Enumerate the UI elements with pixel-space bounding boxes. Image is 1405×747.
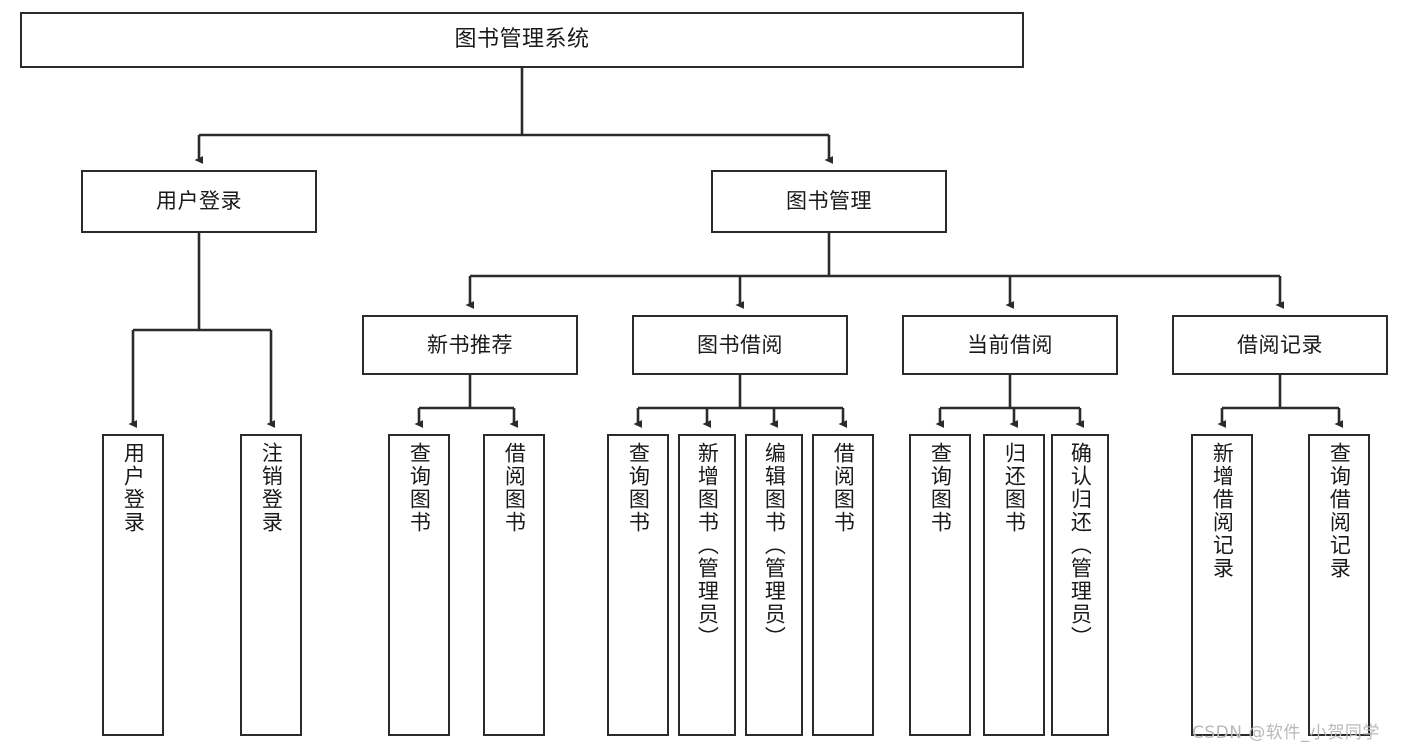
csdn-watermark: CSDN @软件_小贺同学 — [1192, 723, 1380, 743]
node-leaf-user-logout-label: 注销登录 — [259, 442, 284, 534]
node-leaf-user-login-label: 用户登录 — [121, 442, 146, 534]
node-leaf-user-login[interactable]: 用户登录 — [102, 434, 164, 736]
node-leaf-add-record-label: 新增借阅记录 — [1210, 442, 1235, 580]
node-root-label: 图书管理系统 — [454, 27, 590, 53]
node-leaf-query-book-3-label: 查询图书 — [928, 442, 953, 534]
node-root[interactable]: 图书管理系统 — [20, 12, 1024, 68]
node-leaf-borrow-book-1[interactable]: 借阅图书 — [483, 434, 545, 736]
node-user-login-label: 用户登录 — [156, 189, 242, 214]
node-leaf-return-book-label: 归还图书 — [1002, 442, 1027, 534]
node-leaf-borrow-book-1-label: 借阅图书 — [502, 442, 527, 534]
node-user-login[interactable]: 用户登录 — [81, 170, 317, 233]
node-new-book-rec[interactable]: 新书推荐 — [362, 315, 578, 375]
node-new-book-rec-label: 新书推荐 — [427, 332, 513, 357]
node-leaf-confirm-return-label: 确认归还（管理员） — [1068, 442, 1093, 649]
node-leaf-query-book-2-label: 查询图书 — [626, 442, 651, 534]
node-leaf-add-book-label: 新增图书（管理员） — [695, 442, 720, 649]
node-book-manage[interactable]: 图书管理 — [711, 170, 947, 233]
node-leaf-query-book-1-label: 查询图书 — [407, 442, 432, 534]
node-book-borrow-label: 图书借阅 — [697, 332, 783, 357]
node-leaf-edit-book[interactable]: 编辑图书（管理员） — [745, 434, 803, 736]
node-leaf-return-book[interactable]: 归还图书 — [983, 434, 1045, 736]
node-book-manage-label: 图书管理 — [786, 189, 872, 214]
node-current-borrow-label: 当前借阅 — [967, 332, 1053, 357]
node-borrow-record-label: 借阅记录 — [1237, 332, 1323, 357]
node-leaf-user-logout[interactable]: 注销登录 — [240, 434, 302, 736]
node-borrow-record[interactable]: 借阅记录 — [1172, 315, 1388, 375]
node-current-borrow[interactable]: 当前借阅 — [902, 315, 1118, 375]
node-leaf-edit-book-label: 编辑图书（管理员） — [762, 442, 787, 649]
node-leaf-query-record-label: 查询借阅记录 — [1327, 442, 1352, 580]
node-leaf-query-book-2[interactable]: 查询图书 — [607, 434, 669, 736]
node-leaf-query-record[interactable]: 查询借阅记录 — [1308, 434, 1370, 736]
node-leaf-query-book-1[interactable]: 查询图书 — [388, 434, 450, 736]
node-leaf-borrow-book-2[interactable]: 借阅图书 — [812, 434, 874, 736]
node-book-borrow[interactable]: 图书借阅 — [632, 315, 848, 375]
node-leaf-add-record[interactable]: 新增借阅记录 — [1191, 434, 1253, 736]
node-leaf-confirm-return[interactable]: 确认归还（管理员） — [1051, 434, 1109, 736]
node-leaf-query-book-3[interactable]: 查询图书 — [909, 434, 971, 736]
node-leaf-borrow-book-2-label: 借阅图书 — [831, 442, 856, 534]
node-leaf-add-book[interactable]: 新增图书（管理员） — [678, 434, 736, 736]
